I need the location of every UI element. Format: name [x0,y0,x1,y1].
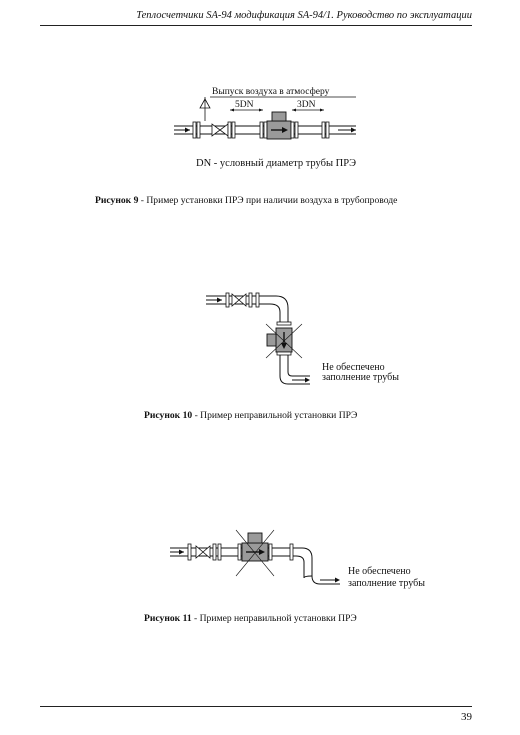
dn-note: DN - условный диаметр трубы ПРЭ [196,158,357,169]
caption-number: Рисунок 9 [95,195,139,206]
figure-10-caption: Рисунок 10 - Пример неправильной установ… [144,410,357,421]
page-header: Теплосчетчики SA-94 модификация SA-94/1.… [136,10,472,21]
valve-icon [195,545,204,559]
warning-note-line1: Не обеспечено [348,566,411,577]
flow-arrow-icon [351,127,356,133]
upstream-distance-label: 5DN [235,100,254,110]
figure-9-diagram: Выпуск воздуха в атмосферу 5DN 3DN [174,86,356,140]
header-divider [40,25,472,26]
vent-valve-icon [199,98,211,109]
figure-11-caption: Рисунок 11 - Пример неправильной установ… [144,613,357,624]
caption-number: Рисунок 10 [144,410,193,421]
air-release-label: Выпуск воздуха в атмосферу [212,86,330,97]
warning-note-line2: заполнение трубы [348,578,425,589]
figure-11-diagram [170,529,340,585]
caption-text: - Пример неправильной установки ПРЭ [192,410,358,421]
downstream-distance-label: 3DN [297,100,316,110]
warning-note-line1: Не обеспечено [322,362,385,373]
valve-icon [211,123,221,137]
caption-text: - Пример установки ПРЭ при наличии возду… [138,195,398,206]
page-number: 39 [461,711,472,723]
footer-divider [40,706,472,707]
flow-arrow-icon [305,377,310,383]
caption-text: - Пример неправильной установки ПРЭ [191,613,357,624]
flow-arrow-icon [217,297,222,303]
flow-arrow-icon [335,577,340,583]
warning-note-line2: заполнение трубы [322,372,399,383]
flow-arrow-icon [185,127,190,133]
valve-icon [231,293,240,307]
figure-10-diagram: Не обеспечено [206,292,385,385]
figure-9-caption: Рисунок 9 - Пример установки ПРЭ при нал… [95,195,397,206]
caption-number: Рисунок 11 [144,613,192,624]
flow-arrow-icon [179,549,184,555]
